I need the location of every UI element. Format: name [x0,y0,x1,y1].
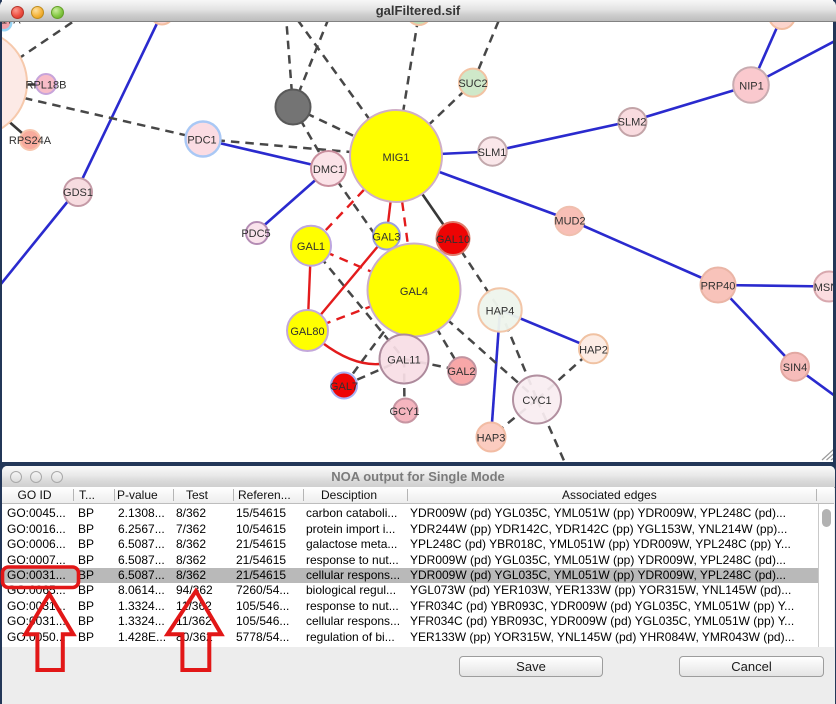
svg-text:HAP3: HAP3 [477,433,506,445]
svg-text:GAL11: GAL11 [387,355,420,367]
svg-text:GAL4: GAL4 [400,286,428,298]
svg-text:GAL2: GAL2 [447,366,475,378]
svg-text:MIG1: MIG1 [383,152,410,164]
svg-text:GCY1: GCY1 [390,406,420,418]
svg-text:GAL1: GAL1 [297,241,325,253]
svg-text:RPS24A: RPS24A [9,135,52,147]
svg-text:HAP2: HAP2 [579,344,608,356]
svg-text:NIP1: NIP1 [739,81,763,93]
svg-text:GAL7: GAL7 [330,381,358,393]
svg-text:MSN5: MSN5 [814,282,833,294]
svg-text:RPL18B: RPL18B [26,80,67,92]
svg-text:PDC1: PDC1 [187,135,216,147]
svg-text:DMC1: DMC1 [313,164,344,176]
svg-text:GAL3: GAL3 [372,232,400,244]
svg-text:CYC1: CYC1 [522,395,551,407]
svg-text:PRP40: PRP40 [701,281,736,293]
svg-text:SLM2: SLM2 [618,117,647,129]
svg-text:GAL10: GAL10 [436,234,470,246]
svg-text:SLM1: SLM1 [478,147,507,159]
svg-text:MUD2: MUD2 [554,216,585,228]
svg-text:GAL80: GAL80 [290,326,324,338]
svg-text:HAP4: HAP4 [486,306,515,318]
svg-text:PDC5: PDC5 [241,228,270,240]
svg-text:SUC2: SUC2 [458,78,487,90]
svg-text:GDS1: GDS1 [63,187,93,199]
svg-text:SIN4: SIN4 [783,362,807,374]
